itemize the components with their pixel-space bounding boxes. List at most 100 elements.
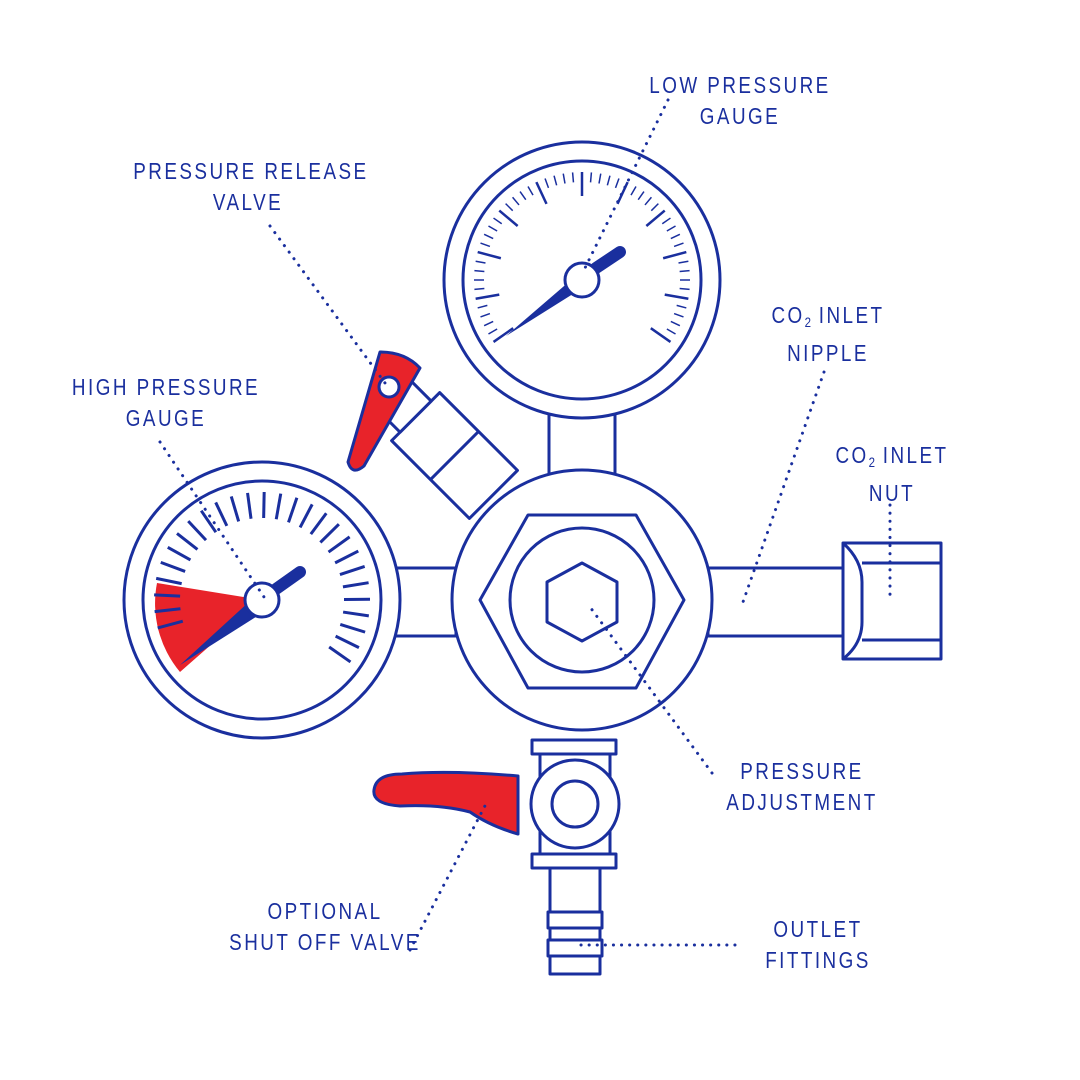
label-line: SHUT OFF VALVE [229, 929, 421, 955]
label-line: NUT [868, 480, 916, 506]
gauge-tick [475, 260, 486, 264]
gauge-tick [676, 304, 687, 309]
gauge-tick [474, 287, 485, 291]
gauge-tick [630, 186, 637, 196]
gauge-tick [262, 491, 266, 519]
label-line: HIGH PRESSURE [71, 374, 261, 400]
gauge-tick [498, 209, 519, 227]
gauge-tick [342, 610, 370, 618]
gauge-tick [187, 520, 208, 542]
co2-inlet-nipple [706, 566, 846, 638]
outlet-fittings [546, 866, 604, 976]
leader-high-pressure [158, 440, 266, 599]
label-line: PRESSURE [740, 758, 864, 784]
shut-off-valve [372, 738, 621, 870]
gauge-tick [176, 532, 199, 551]
gauge-tick [519, 191, 527, 201]
gauge-tick [342, 581, 369, 589]
gauge-tick [229, 496, 241, 522]
gauge-tick [544, 178, 550, 189]
gauge-tick [492, 327, 514, 343]
label-low-pressure-gauge: LOW PRESSURE GAUGE [642, 70, 839, 132]
gauge-tick [679, 287, 690, 291]
label-line: LOW PRESSURE [649, 72, 831, 98]
gauge-tick [673, 312, 684, 318]
gauge-tick [334, 634, 360, 649]
gauge-tick [673, 242, 684, 248]
label-co2-inlet-nipple: CO2 INLET NIPPLE [762, 300, 893, 369]
shut-off-handle [372, 770, 520, 836]
leader-pressure-adjustment [588, 605, 714, 775]
gauge-tick [488, 328, 498, 335]
gauge-tick [157, 619, 184, 630]
gauge-tick [334, 549, 359, 565]
label-line: CO2 INLET [826, 440, 957, 478]
gauge-tick [474, 269, 485, 273]
gauge-tick [475, 293, 500, 300]
gauge-tick [637, 191, 645, 201]
gauge-tick [505, 203, 514, 212]
left-pipe [392, 566, 458, 638]
gauge-tick [154, 607, 181, 614]
label-co-subscript: 2 [804, 314, 812, 330]
label-co-prefix: CO [771, 302, 805, 328]
label-line: CO2 INLET [762, 300, 893, 338]
label-co2-inlet-nut: CO2 INLET NUT [826, 440, 957, 509]
gauge-tick [200, 509, 218, 534]
label-line: VALVE [212, 189, 284, 215]
gauge-tick [327, 535, 351, 554]
label-rest: INLET [811, 302, 885, 328]
label-line: FITTINGS [765, 947, 871, 973]
gauge-tick [477, 250, 502, 260]
gauge-tick [664, 293, 689, 300]
gauge-tick [644, 196, 652, 206]
gauge-tick [571, 172, 575, 183]
gauge-tick [339, 565, 366, 576]
gauge-tick [214, 501, 229, 527]
label-line: GAUGE [699, 103, 781, 129]
label-line: PRESSURE RELEASE [133, 158, 369, 184]
top-stem [547, 410, 617, 480]
gauge-tick [678, 260, 689, 264]
label-co-subscript: 2 [868, 454, 876, 470]
gauge-tick [488, 225, 498, 232]
gauge-tick [298, 503, 314, 529]
label-line: OPTIONAL [267, 898, 383, 924]
gauge-tick [328, 645, 352, 664]
high-pressure-needle [180, 566, 306, 665]
gauge-tick [154, 593, 181, 598]
gauge-tick [483, 320, 494, 327]
gauge-tick [287, 497, 299, 523]
gauge-tick [512, 196, 520, 206]
low-pressure-needle [506, 246, 626, 336]
gauge-tick [661, 217, 671, 225]
gauge-tick [535, 181, 548, 205]
gauge-tick [160, 560, 186, 573]
gauge-tick [553, 175, 558, 186]
gauge-tick [477, 304, 488, 309]
gauge-tick [645, 209, 666, 227]
gauge-tick [483, 233, 494, 240]
co2-inlet-nut [841, 541, 943, 661]
gauge-tick [598, 173, 602, 184]
gauge-tick [662, 250, 687, 260]
leader-low-pressure [582, 98, 670, 272]
label-line: ADJUSTMENT [726, 789, 878, 815]
gauge-tick [562, 173, 566, 184]
pressure-release-pin [377, 375, 401, 399]
gauge-tick [319, 523, 340, 544]
high-pressure-red-zone [155, 583, 262, 672]
gauge-tick [339, 622, 366, 634]
pressure-release-lever [346, 350, 422, 472]
gauge-tick [480, 312, 491, 318]
label-co-prefix: CO [835, 442, 869, 468]
label-line: NIPPLE [787, 340, 869, 366]
gauge-tick [670, 320, 681, 327]
gauge-tick [589, 172, 593, 183]
label-pressure-release-valve: PRESSURE RELEASE VALVE [133, 156, 369, 218]
gauge-tick [679, 269, 690, 273]
label-high-pressure-gauge: HIGH PRESSURE GAUGE [68, 372, 265, 434]
gauge-tick [274, 493, 283, 520]
